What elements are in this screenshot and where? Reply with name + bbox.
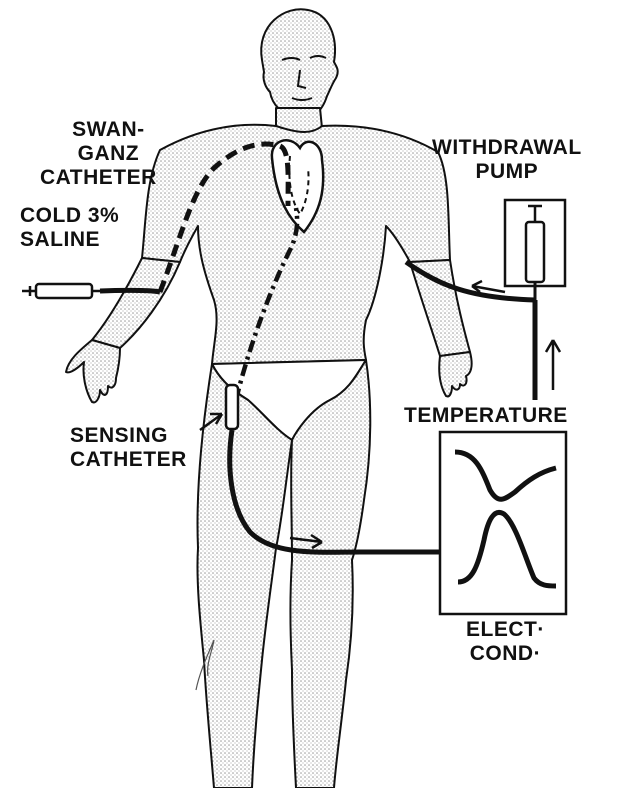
label-saline: COLD 3% SALINE [20,204,119,252]
label-saline-line2: SALINE [20,228,119,252]
label-cond-line2: COND· [466,642,545,666]
label-elect-cond: ELECT· COND· [466,618,545,666]
sensing-catheter-tip [226,385,238,429]
label-sensing-line1: SENSING [70,424,187,448]
label-temperature: TEMPERATURE [404,404,568,428]
right-leg [291,360,371,788]
label-swan-ganz: SWAN- GANZ CATHETER [60,118,157,190]
saline-syringe [22,284,100,298]
right-arm [410,260,470,356]
label-swan-ganz-line1: SWAN- [60,118,157,142]
label-swan-ganz-line2: GANZ [60,142,157,166]
label-withdrawal-line2: PUMP [432,160,582,184]
label-withdrawal-line1: WITHDRAWAL [432,136,582,160]
label-withdrawal-pump: WITHDRAWAL PUMP [432,136,582,184]
label-swan-ganz-line3: CATHETER [40,166,157,190]
label-elect-line1: ELECT· [466,618,545,642]
flow-arrow-up [546,340,560,390]
graph-box [440,432,566,614]
withdrawal-pump [505,200,565,300]
left-hand [66,340,120,402]
flow-arrow-left [472,281,505,292]
left-leg [197,364,292,788]
label-sensing-line2: CATHETER [70,448,187,472]
label-sensing-catheter: SENSING CATHETER [70,424,187,472]
saline-line [100,290,160,292]
label-saline-line1: COLD 3% [20,204,119,228]
right-hand [439,352,471,396]
head [261,9,338,118]
